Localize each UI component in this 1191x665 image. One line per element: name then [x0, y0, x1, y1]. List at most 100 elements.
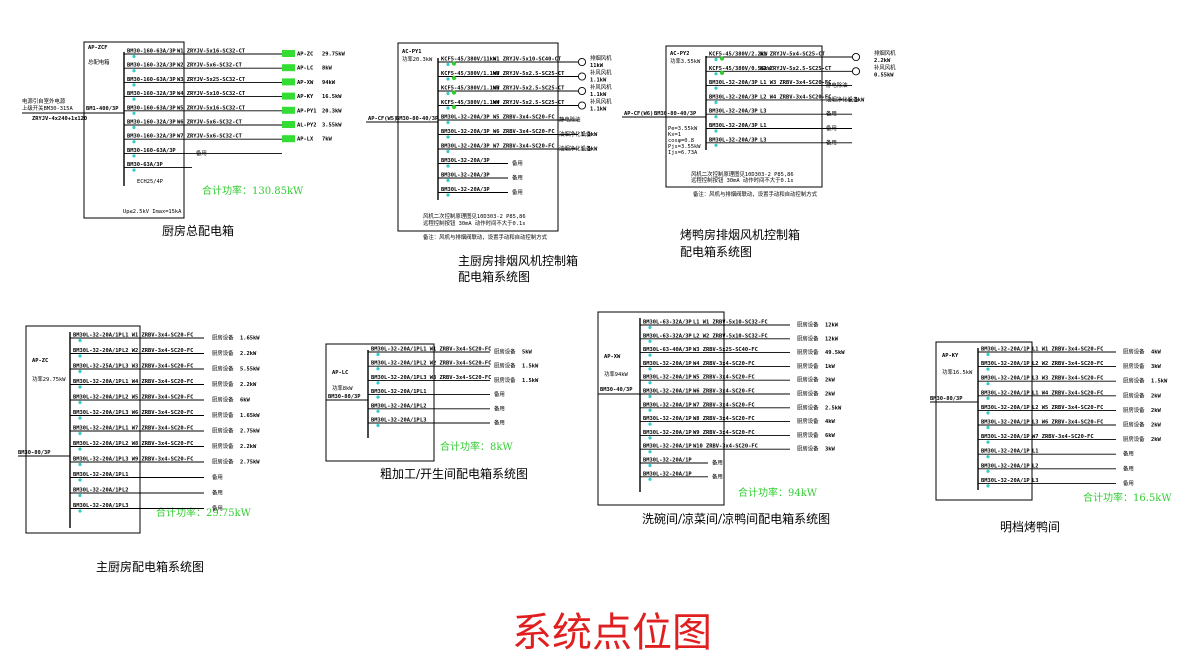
contactor-marker	[451, 90, 457, 95]
cable-label: W6 ZRYJV-5x6-SC32-CT	[177, 120, 243, 126]
panel-box	[325, 343, 435, 462]
load-label: 厨房设备	[1123, 362, 1145, 370]
load-power: 1kW	[825, 364, 835, 370]
panel-main-exhaust: AC-PY1 功率20.3kW AP-CF(W5) BM30-80-40/3P …	[366, 42, 612, 284]
load-label: 备用	[212, 489, 223, 497]
breaker-contact	[648, 463, 652, 468]
breaker-contact	[376, 381, 380, 385]
breaker-contact	[714, 57, 718, 62]
breaker-label: BM30L-32-20A/1P	[981, 390, 1030, 396]
breaker-contact	[78, 369, 82, 374]
cable-label: W4 ZRYJV-5x2.5-SC25-CT	[493, 100, 565, 106]
cable-label: L1 W4 ZRBV-3x4-SC20-FC	[1032, 390, 1103, 396]
load-power: 2kW	[1151, 437, 1161, 443]
cable-label: L2	[1032, 463, 1039, 469]
load-label: 静电除油	[826, 81, 848, 89]
load-power: 2kW	[825, 392, 835, 398]
cable-label: L3	[760, 137, 767, 143]
atse-label: ECH25/4P	[137, 179, 163, 185]
load-power: 2.5kW	[825, 405, 842, 411]
breaker-contact	[78, 354, 82, 358]
breaker-contact	[446, 77, 450, 81]
load-power: 1.1kW	[581, 147, 598, 153]
breaker-contact	[446, 178, 450, 183]
cable-label: L3 W3 ZRBV-3x4-SC20-FC	[1032, 376, 1103, 382]
meter-2: Kx=1	[668, 132, 681, 138]
breaker-contact	[714, 115, 718, 119]
feeder-target: AP-XW	[297, 80, 314, 86]
main-breaker: BM30-80/3P	[930, 396, 963, 402]
load-label: 备用	[826, 124, 837, 132]
note-2: 远程控制按钮 30mA 动作时间不大于0.1s	[423, 219, 526, 227]
load-label: 备用	[512, 159, 523, 167]
breaker-label: BM30L-32-20A/1P	[73, 395, 122, 401]
load-power: 3kW	[1151, 364, 1161, 370]
cable-label: W6 ZRBV-3x4-SC20-FC	[693, 389, 755, 395]
load-label: 厨房设备	[212, 427, 234, 435]
fan-motor-icon	[577, 86, 587, 96]
load-label: 厨房设备	[797, 431, 819, 439]
load-power: 49.5kW	[825, 350, 845, 356]
cable-label: W4 ZRBV-3x4-SC20-FC	[693, 361, 755, 367]
breaker-label: BM30L-32-20A/1P	[643, 361, 692, 367]
panel-caption-2: 配电箱系统图	[680, 244, 752, 259]
breaker-contact	[132, 168, 136, 172]
breaker-contact	[78, 478, 82, 482]
breaker-contact	[986, 455, 990, 459]
load-label: 厨房设备	[1123, 406, 1145, 414]
cable-label: W5 ZRBV-3x4-SC20-FC	[693, 375, 755, 381]
main-breaker: BM30-80-40/3P	[396, 116, 439, 122]
breaker-label: BM30-160-63A/3P	[127, 105, 176, 111]
fan-motor-icon	[577, 57, 587, 67]
cable-label: L3 W3 ZRBV-3x4-SC20-FC	[420, 375, 491, 381]
cable-label: L3	[760, 109, 767, 115]
load-label: 备用	[1123, 479, 1134, 487]
load-label: 备用	[212, 504, 223, 512]
cable-label: L3	[420, 418, 427, 424]
cable-label: L2	[420, 403, 427, 409]
cable-label: L1 W1 ZRBV-3x4-SC20-FC	[1032, 347, 1103, 353]
breaker-label: BM30L-32-20A/1P	[643, 416, 692, 422]
breaker-label: BM30L-32-20A/1P	[73, 348, 122, 354]
breaker-label: BM30L-32-20A/1P	[73, 379, 122, 385]
cable-label: L2 W2 ZRBV-5x10-SC32-FC	[693, 333, 768, 339]
load-power: 4kW	[825, 419, 835, 425]
breaker-contact	[648, 339, 652, 343]
box-label: AP-LC	[332, 370, 348, 376]
breaker-label: BM30L-32-20A/1P	[73, 333, 122, 339]
breaker-contact	[132, 97, 136, 101]
cable-label: L2	[122, 488, 129, 494]
load-label: 厨房设备	[212, 365, 234, 373]
cable-label: L1 W7 ZRBV-3x4-SC20-FC	[122, 426, 193, 432]
breaker-contact	[648, 477, 652, 481]
incoming-1: 电源引自室外电源	[22, 97, 66, 105]
load-label: 厨房设备	[212, 411, 234, 419]
box-sub: 功率8kW	[332, 384, 353, 392]
feeder-target: AP-PY1	[297, 108, 316, 114]
breaker-contact	[132, 83, 136, 87]
cable-label: L2 W5 ZRBV-3x4-SC20-FC	[1032, 405, 1103, 411]
box-sub: 功率94kW	[604, 370, 629, 378]
main-breaker: BM30-80-40/3P	[654, 111, 697, 117]
box-label: AC-PY1	[402, 49, 421, 55]
spd-label: Up≤2.5kV Imax=15kA	[123, 209, 182, 215]
load-label: 厨房设备	[212, 334, 234, 342]
load-label: 油烟净化设备	[826, 95, 859, 103]
breaker-contact	[78, 400, 82, 405]
load-label: 备用	[826, 138, 837, 146]
feeder-target: AP-LC	[297, 66, 313, 72]
load-power: 2.2kW	[874, 58, 891, 64]
breaker-label: BM30L-32-20A/3P	[441, 173, 490, 179]
cable-label: W2 ZRYJV-5x2.5-SC25-CT	[760, 66, 832, 72]
load-power: 1.1kW	[590, 92, 607, 98]
breaker-label: BM30-160-32A/3P	[127, 63, 176, 69]
